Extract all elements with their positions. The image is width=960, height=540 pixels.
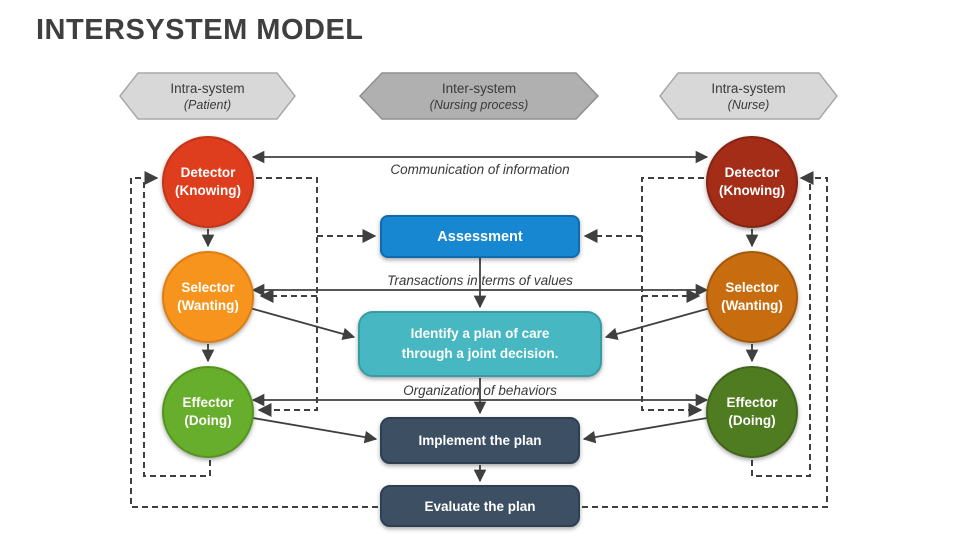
box-label: Assessment (437, 228, 523, 245)
feedback-evaluate-to-nurse-detector (582, 171, 828, 508)
banner-shape-nurse (659, 72, 838, 120)
banner-label: Intra-system (711, 80, 786, 96)
banner-label: Inter-system (441, 80, 517, 96)
assessment-box: Assessment (380, 215, 580, 258)
node-sublabel: (Wanting) (177, 298, 239, 313)
banner-intra-system-nurse: Intra-system (Nurse) (660, 77, 837, 117)
evaluate-plan-box: Evaluate the plan (380, 485, 580, 527)
feedback-nurse-effector-loop (751, 180, 811, 477)
patient-dashed-rail (256, 177, 318, 417)
node-label: Selector (725, 280, 779, 296)
box-label: Identify a plan of care through a joint … (401, 326, 559, 361)
nurse-selector-node: Selector (Wanting) (706, 251, 798, 343)
node-label: Effector (182, 395, 234, 411)
patient-detector-node: Detector (Knowing) (162, 136, 254, 228)
banner-shape-patient (119, 72, 296, 120)
nurse-selector-to-plan-arrow (604, 306, 715, 341)
node-sublabel: (Doing) (184, 413, 232, 428)
banner-sublabel: (Nursing process) (429, 97, 529, 112)
banner-intra-system-patient: Intra-system (Patient) (120, 77, 295, 117)
banner-sublabel: (Nurse) (727, 97, 770, 112)
node-sublabel: (Knowing) (175, 183, 241, 198)
node-sublabel: (Knowing) (719, 183, 785, 198)
banner-sublabel: (Patient) (183, 97, 232, 112)
patient-selector-node: Selector (Wanting) (162, 251, 254, 343)
patient-effector-node: Effector (Doing) (162, 366, 254, 458)
node-label: Detector (724, 165, 780, 181)
banner-label: Intra-system (170, 80, 245, 96)
page-title: INTERSYSTEM MODEL (36, 14, 364, 46)
box-label: Implement the plan (418, 433, 542, 448)
organization-label: Organization of behaviors (403, 383, 557, 398)
node-sublabel: (Doing) (728, 413, 776, 428)
banner-inter-system-nursing: Inter-system (Nursing process) (360, 77, 598, 117)
transactions-label: Transactions in terms of values (387, 273, 573, 288)
node-label: Selector (181, 280, 235, 296)
implement-plan-box: Implement the plan (380, 417, 580, 464)
communication-label: Communication of information (390, 162, 570, 177)
feedback-evaluate-to-patient-detector (130, 171, 378, 508)
node-sublabel: (Wanting) (721, 298, 783, 313)
box-label: Evaluate the plan (424, 498, 536, 514)
banner-shape-nursing-process (358, 72, 600, 120)
patient-selector-to-plan-arrow (245, 306, 356, 341)
patient-effector-to-implement-arrow (246, 416, 378, 444)
nurse-effector-to-implement-arrow (582, 416, 714, 444)
nurse-effector-node: Effector (Doing) (706, 366, 798, 458)
node-label: Detector (180, 165, 236, 181)
plan-of-care-box: Identify a plan of care through a joint … (358, 311, 602, 377)
nurse-detector-node: Detector (Knowing) (706, 136, 798, 228)
feedback-patient-effector-loop (143, 180, 211, 477)
node-label: Effector (726, 395, 778, 411)
nurse-dashed-rail (641, 177, 704, 417)
